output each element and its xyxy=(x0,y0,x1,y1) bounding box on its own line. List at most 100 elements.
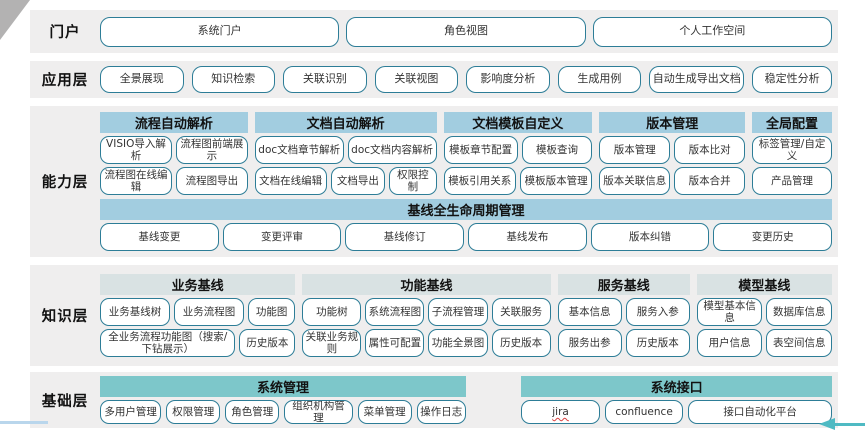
item-box: 自动生成导出文档 xyxy=(649,66,745,93)
group: 服务基线基本信息服务入参服务出参历史版本 xyxy=(557,274,690,357)
group: 系统门户角色视图个人工作空间 xyxy=(100,16,832,47)
item-box: 生成用例 xyxy=(557,66,642,93)
bottom-line-decoration xyxy=(0,421,48,424)
button-row: 多用户管理权限管理角色管理组织机构管理菜单管理操作日志 xyxy=(100,400,466,424)
item-box: 模板版本管理 xyxy=(519,167,593,195)
layer-label-application: 应用层 xyxy=(41,73,89,89)
item-box: 属性可配置 xyxy=(365,329,425,357)
item-box: 文档导出 xyxy=(330,167,386,195)
item-box: 菜单管理 xyxy=(357,400,412,424)
button-row: 标签管理/自定义 xyxy=(752,136,832,164)
button-row: 服务出参历史版本 xyxy=(557,329,690,357)
item-box: 基线发布 xyxy=(468,223,587,251)
group: 模型基线模型基本信息数据库信息用户信息表空间信息 xyxy=(696,274,832,357)
item-box: 版本比对 xyxy=(674,136,746,164)
item-box: 产品管理 xyxy=(752,167,832,195)
group-header: 流程自动解析 xyxy=(100,112,248,133)
group-spacer xyxy=(473,376,514,424)
button-row: 文档在线编辑文档导出权限控制 xyxy=(254,167,437,195)
group-header: 全局配置 xyxy=(752,112,832,133)
group: 全景展现知识检索关联识别关联视图影响度分析生成用例自动生成导出文档稳定性分析 xyxy=(100,66,832,93)
item-box: 稳定性分析 xyxy=(752,66,832,93)
group: 文档模板自定义模板章节配置模板查询模板引用关系模板版本管理 xyxy=(443,112,593,195)
layer-band-portal: 门户系统门户角色视图个人工作空间 xyxy=(30,10,838,53)
arrow-left-icon xyxy=(819,418,835,430)
button-row: 业务基线树业务流程图功能图 xyxy=(100,298,296,326)
group-header: 基线全生命周期管理 xyxy=(100,199,832,220)
group: 全局配置标签管理/自定义产品管理 xyxy=(752,112,832,195)
item-box: 模板查询 xyxy=(521,136,593,164)
group-header: 文档模板自定义 xyxy=(443,112,593,133)
button-row: 模板引用关系模板版本管理 xyxy=(443,167,593,195)
item-box: 系统门户 xyxy=(100,16,340,47)
item-box: 接口自动化平台 xyxy=(688,400,833,424)
section-row: 基线全生命周期管理基线变更变更评审基线修订基线发布版本纠错变更历史 xyxy=(100,199,833,251)
item-box: 模板章节配置 xyxy=(443,136,518,164)
item-box: 角色视图 xyxy=(346,16,586,47)
group-header: 服务基线 xyxy=(557,274,690,295)
button-row: 模型基本信息数据库信息 xyxy=(696,298,832,326)
button-row: 版本管理版本比对 xyxy=(599,136,746,164)
item-box: 版本合并 xyxy=(674,167,746,195)
item-box: 标签管理/自定义 xyxy=(752,136,832,164)
button-row: 关联业务规则属性可配置功能全景图历史版本 xyxy=(302,329,551,357)
section-row: 系统门户角色视图个人工作空间 xyxy=(100,16,832,47)
layer-content: 全景展现知识检索关联识别关联视图影响度分析生成用例自动生成导出文档稳定性分析 xyxy=(100,61,838,98)
layer-content: 业务基线业务基线树业务流程图功能图全业务流程功能图（搜索/下钻展示）历史版本功能… xyxy=(100,265,838,366)
section-row: 全景展现知识检索关联识别关联视图影响度分析生成用例自动生成导出文档稳定性分析 xyxy=(100,66,832,93)
group-header: 系统管理 xyxy=(100,376,466,397)
button-row: 流程图在线编辑流程图导出 xyxy=(100,167,248,195)
item-box: 多用户管理 xyxy=(100,400,162,424)
item-box: 流程图在线编辑 xyxy=(100,167,172,195)
item-box: 全业务流程功能图（搜索/下钻展示） xyxy=(100,329,236,357)
item-box: 关联服务 xyxy=(491,298,551,326)
item-box: 业务流程图 xyxy=(174,298,244,326)
layer-label-capability: 能力层 xyxy=(41,175,89,191)
item-box: 历史版本 xyxy=(239,329,296,357)
item-box: 基线变更 xyxy=(100,223,219,251)
item-box: 影响度分析 xyxy=(466,66,550,93)
item-box: 版本纠错 xyxy=(590,223,710,251)
item-box: 全景展现 xyxy=(100,66,184,93)
button-row: 全业务流程功能图（搜索/下钻展示）历史版本 xyxy=(100,329,296,357)
layer-content: 系统门户角色视图个人工作空间 xyxy=(100,10,838,53)
item-box: 版本关联信息 xyxy=(599,167,671,195)
layer-band-application: 应用层全景展现知识检索关联识别关联视图影响度分析生成用例自动生成导出文档稳定性分… xyxy=(30,61,838,98)
button-row: 模板章节配置模板查询 xyxy=(443,136,593,164)
item-box: 版本管理 xyxy=(599,136,671,164)
item-box: 组织机构管理 xyxy=(284,400,353,424)
item-box: 变更评审 xyxy=(222,223,342,251)
item-box: 系统流程图 xyxy=(365,298,425,326)
button-row: VISIO导入解析流程图前端展示 xyxy=(100,136,248,164)
item-box: 权限管理 xyxy=(166,400,221,424)
item-box: jira xyxy=(521,400,600,424)
item-box: 流程图导出 xyxy=(175,167,248,195)
item-box: 个人工作空间 xyxy=(592,16,832,47)
corner-fold-decoration xyxy=(0,0,30,40)
item-box: VISIO导入解析 xyxy=(100,136,172,164)
button-row: 产品管理 xyxy=(752,167,832,195)
group-header: 业务基线 xyxy=(100,274,296,295)
item-box: 模型基本信息 xyxy=(696,298,763,326)
item-box: doc文档内容解析 xyxy=(347,136,437,164)
item-box: 基线修订 xyxy=(345,223,465,251)
item-box: 功能全景图 xyxy=(428,329,488,357)
group: 业务基线业务基线树业务流程图功能图全业务流程功能图（搜索/下钻展示）历史版本 xyxy=(100,274,296,357)
item-box: 流程图前端展示 xyxy=(175,136,248,164)
item-box: 业务基线树 xyxy=(100,298,170,326)
item-box: 权限控制 xyxy=(389,167,437,195)
item-box: 操作日志 xyxy=(416,400,466,424)
item-box: 功能树 xyxy=(302,298,362,326)
button-row: 功能树系统流程图子流程管理关联服务 xyxy=(302,298,551,326)
item-box: 功能图 xyxy=(248,298,296,326)
item-box: 表空间信息 xyxy=(766,329,832,357)
layer-label-foundation: 基础层 xyxy=(41,393,89,410)
